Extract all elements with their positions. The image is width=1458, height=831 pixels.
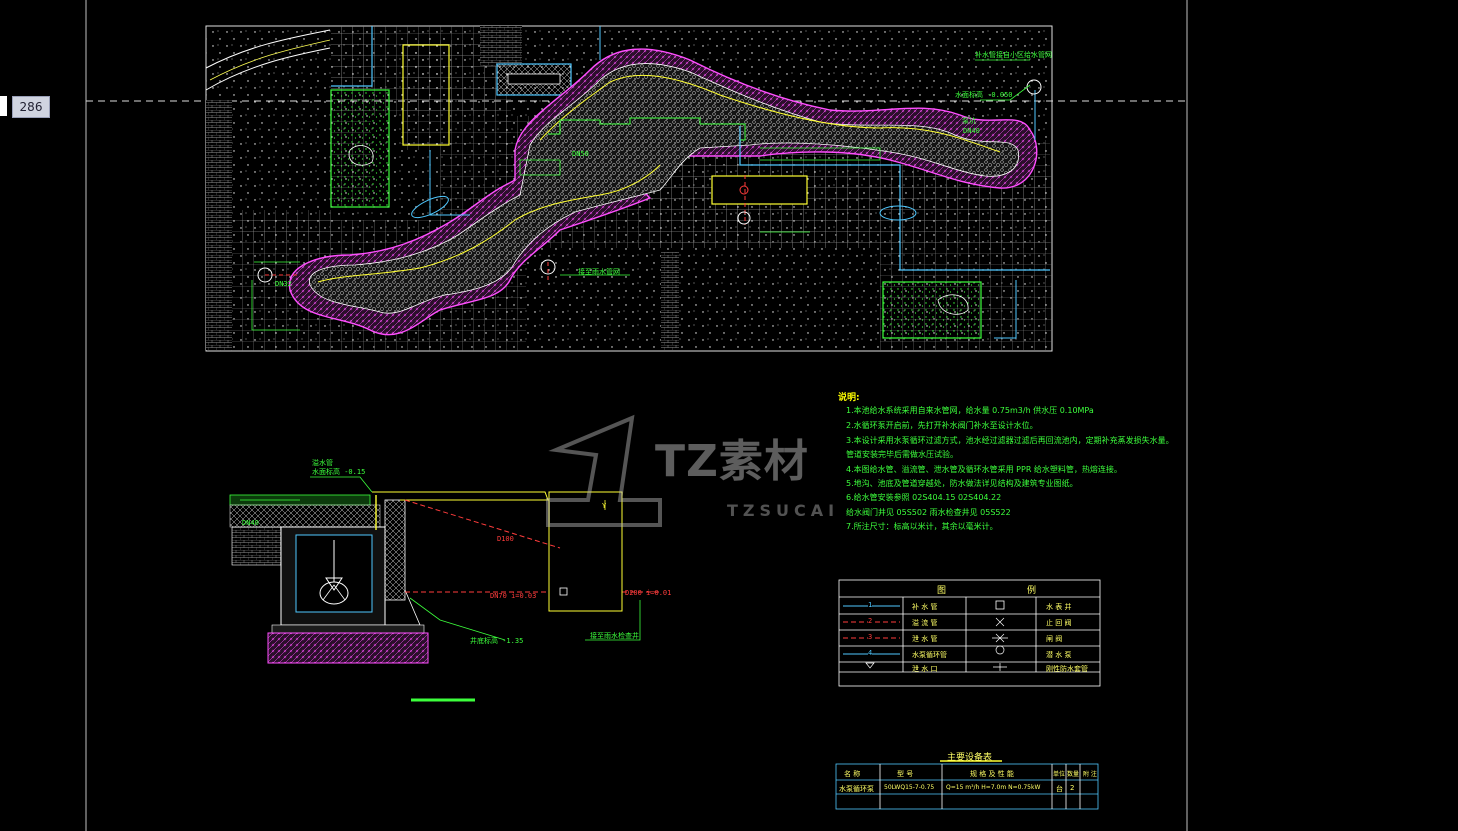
- equipment-header: 数量: [1067, 771, 1080, 778]
- notes-title: 说明:: [838, 393, 860, 403]
- stream-bed: [309, 63, 1019, 314]
- viewport-marker: [0, 96, 7, 116]
- notes-line: 5.地沟、池底及管道穿越处，防水做法详见结构及建筑专业图纸。: [846, 479, 1078, 488]
- equipment-header: 附 注: [1083, 771, 1097, 778]
- legend-symbol-name: 止 回 阀: [1046, 619, 1072, 627]
- legend-line-number: 1: [868, 601, 873, 609]
- section-label-dn70: DN70 i=0.03: [490, 592, 537, 600]
- equipment-header: 规 格 及 性 能: [970, 770, 1014, 778]
- notes-line: 7.所注尺寸：标高以米计，其余以毫米计。: [846, 522, 998, 531]
- plan-label-inlet: 补水管接自小区给水管网: [975, 51, 1052, 59]
- site-plan: [205, 25, 1053, 352]
- equipment-header: 型 号: [897, 770, 914, 778]
- legend-symbol-name: 刚性防水套管: [1046, 665, 1088, 673]
- notes-line: 管道安装完毕后需做水压试验。: [846, 450, 958, 459]
- notes-line: 2.水循环泵开启前，先打开补水阀门补水至设计水位。: [846, 421, 1038, 430]
- equipment-cell: 2: [1070, 784, 1075, 792]
- section-label-d200: D200 i=0.01: [625, 589, 672, 597]
- notes-line: 6.给水管安装参照 02S404.15 02S404.22: [846, 493, 1002, 502]
- section-label-d100: D100: [497, 535, 514, 543]
- legend-line-number: 2: [868, 617, 873, 625]
- plan-label-drain: 接至雨水管网: [578, 268, 620, 276]
- watermark-text: TZ素材: [655, 436, 809, 487]
- legend-symbol-name: 潜 水 泵: [1046, 651, 1072, 659]
- notes-line: 1.本池给水系统采用自来水管网，给水量 0.75m3/h 供水压 0.10MPa: [846, 406, 1094, 415]
- section-label-y: Y: [602, 502, 607, 510]
- plan-label-dn40: DN40: [963, 127, 980, 135]
- equipment-cell: 水泵循环泵: [839, 785, 874, 793]
- equipment-table: [835, 760, 1099, 810]
- section-detail: [229, 476, 660, 702]
- section-label-pit-bottom: 井底标高 -1.35: [470, 637, 524, 645]
- equipment-header: 单位: [1053, 771, 1066, 778]
- legend-line-number: 3: [868, 633, 873, 641]
- plan-label-pump-pit: 泵坑: [962, 117, 976, 125]
- legend-symbol-name: 水 表 井: [1046, 603, 1072, 611]
- plan-label-water-level: 水面标高 -0.050: [955, 91, 1013, 99]
- legend-line-number: 4: [868, 649, 873, 657]
- legend-title-right: 例: [1027, 586, 1037, 596]
- section-label-water-surface: 水面标高 -0.15: [312, 468, 366, 476]
- legend-symbol-name: 闸 阀: [1046, 635, 1063, 643]
- legend-row-name: 泄 水 口: [912, 665, 938, 673]
- legend-table: [838, 579, 1101, 687]
- notes-line: 4.本图给水管、溢流管、泄水管及循环水管采用 PPR 给水塑料管，热熔连接。: [846, 465, 1122, 474]
- notes-line: 给水阀门井见 05S502 雨水检查井见 05S522: [846, 508, 1011, 517]
- watermark-subtext: TZSUCAI: [727, 501, 840, 520]
- section-label-connect-rain: 接至雨水检查井: [590, 632, 639, 640]
- equipment-title: 主要设备表: [947, 753, 993, 763]
- equipment-cell: 台: [1056, 785, 1063, 793]
- plan-label-dn32: DN32: [275, 280, 292, 288]
- watermark-logo-icon: [546, 414, 662, 527]
- equipment-cell: Q=15 m³/h H=7.0m N=0.75kW: [946, 784, 1041, 791]
- plan-label-dn50: DN50: [572, 150, 589, 158]
- legend-title-left: 图: [937, 586, 947, 596]
- legend-row-name: 水泵循环管: [912, 651, 947, 659]
- notes-line: 3.本设计采用水泵循环过滤方式，池水经过滤器过滤后再回流池内，定期补充蒸发损失水…: [846, 436, 1174, 445]
- legend-row-name: 溢 流 管: [912, 619, 938, 627]
- legend-row-name: 泄 水 管: [912, 635, 938, 643]
- section-label-dn40: DN40: [242, 519, 259, 527]
- legend-row-name: 补 水 管: [912, 603, 938, 611]
- equipment-cell: 50LWQ15-7-0.75: [884, 784, 935, 791]
- equipment-header: 名 称: [844, 770, 861, 778]
- section-label-overflow: 溢水管: [312, 459, 333, 467]
- layout-tab-badge[interactable]: 286: [12, 96, 50, 118]
